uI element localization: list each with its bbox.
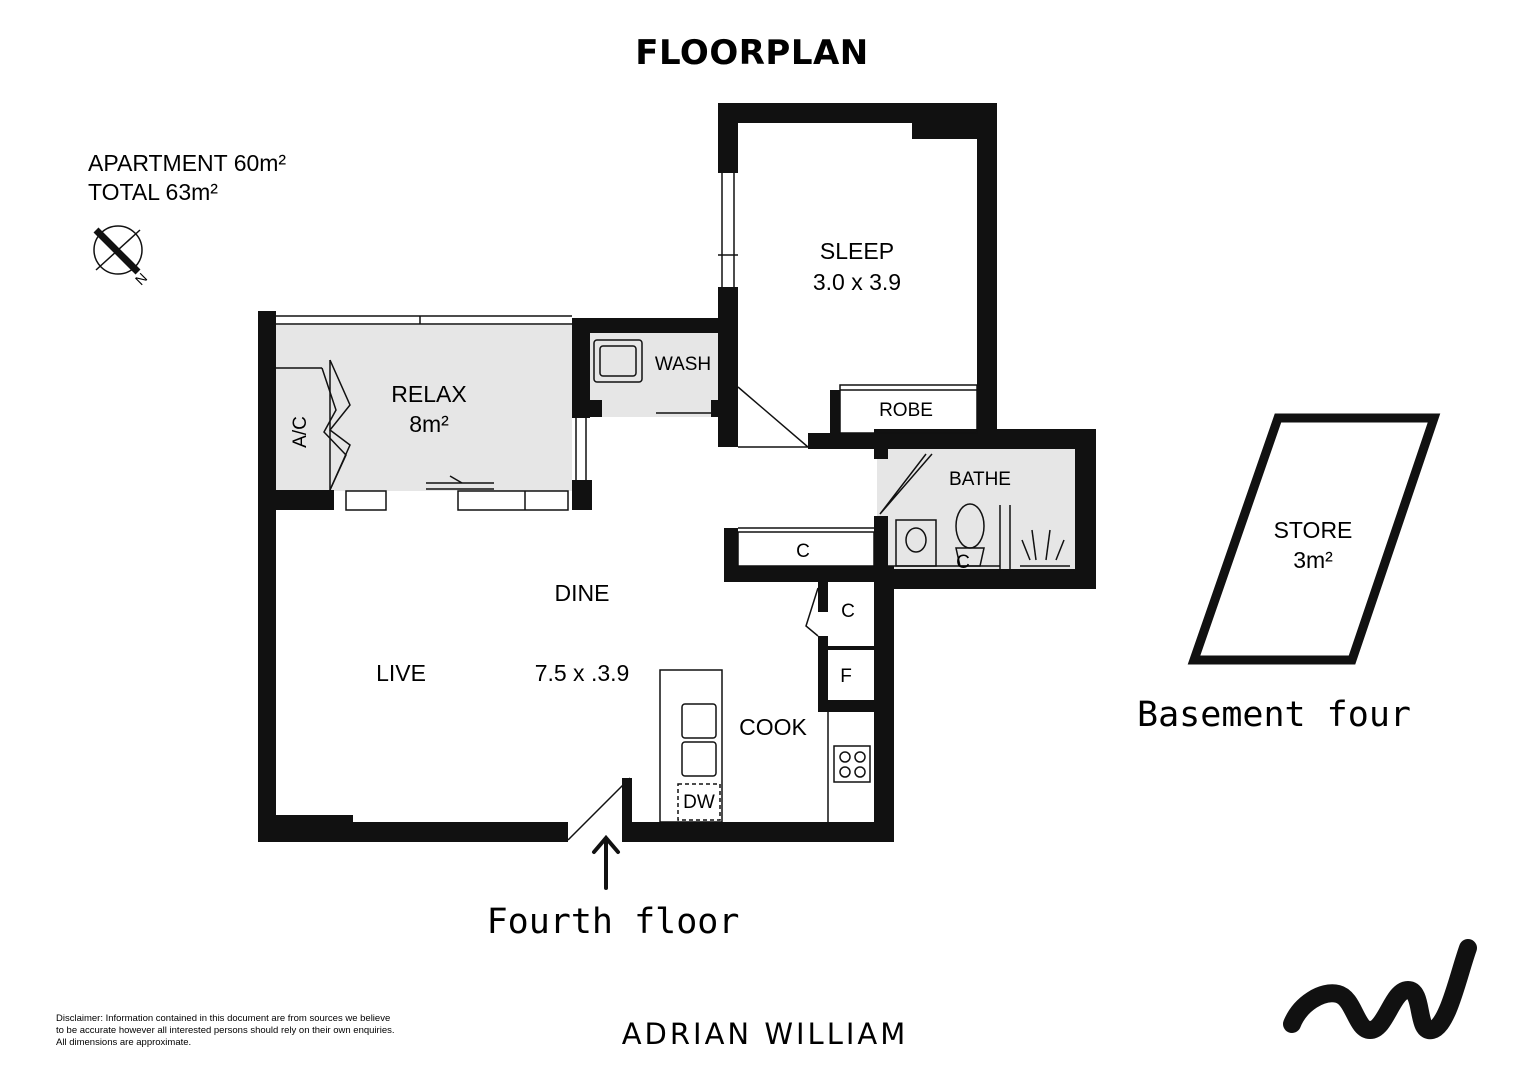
total-area-label: TOTAL 63m² xyxy=(88,179,218,205)
store-room-area: 3m² xyxy=(1293,547,1333,573)
ac-cupboard-label: A/C xyxy=(290,416,311,448)
walls xyxy=(258,103,1096,842)
bathe-cupboard-label: C xyxy=(956,552,970,573)
north-compass-icon: N xyxy=(93,225,150,288)
shaded-areas xyxy=(276,325,1075,569)
disclaimer-line-3: All dimensions are approximate. xyxy=(56,1037,191,1048)
brand-name: ADRIAN WILLIAM xyxy=(622,1017,909,1051)
entry-arrow-icon xyxy=(592,834,620,890)
disclaimer-line-1: Disclaimer: Information contained in thi… xyxy=(56,1013,390,1024)
store-room-name: STORE xyxy=(1274,517,1353,543)
basement-level-label: Basement four xyxy=(1137,695,1411,735)
thin-fittings xyxy=(276,173,1070,841)
live-dine-dimensions: 7.5 x .3.9 xyxy=(535,660,630,686)
pantry-cupboard-label: C xyxy=(841,601,855,622)
live-room-name: LIVE xyxy=(376,660,426,686)
sleep-room-name: SLEEP xyxy=(820,238,894,264)
dine-room-name: DINE xyxy=(555,580,610,606)
relax-room-name: RELAX xyxy=(391,381,466,407)
dishwasher-label: DW xyxy=(683,792,715,813)
disclaimer-line-2: to be accurate however all interested pe… xyxy=(56,1025,395,1036)
relax-room-area: 8m² xyxy=(409,411,449,437)
wash-room-name: WASH xyxy=(655,354,711,375)
fridge-label: F xyxy=(840,666,852,687)
store-outline xyxy=(1187,413,1441,665)
fourth-floor-label: Fourth floor xyxy=(487,902,740,942)
brand-logo-icon xyxy=(1283,939,1477,1039)
apartment-area-label: APARTMENT 60m² xyxy=(88,150,286,176)
page-title: FLOORPLAN xyxy=(635,33,869,73)
robe-label: ROBE xyxy=(879,400,933,421)
cook-room-name: COOK xyxy=(739,714,807,740)
dine-cupboard-label: C xyxy=(796,541,810,562)
bathe-room-name: BATHE xyxy=(949,469,1011,490)
sleep-room-dimensions: 3.0 x 3.9 xyxy=(813,269,901,295)
